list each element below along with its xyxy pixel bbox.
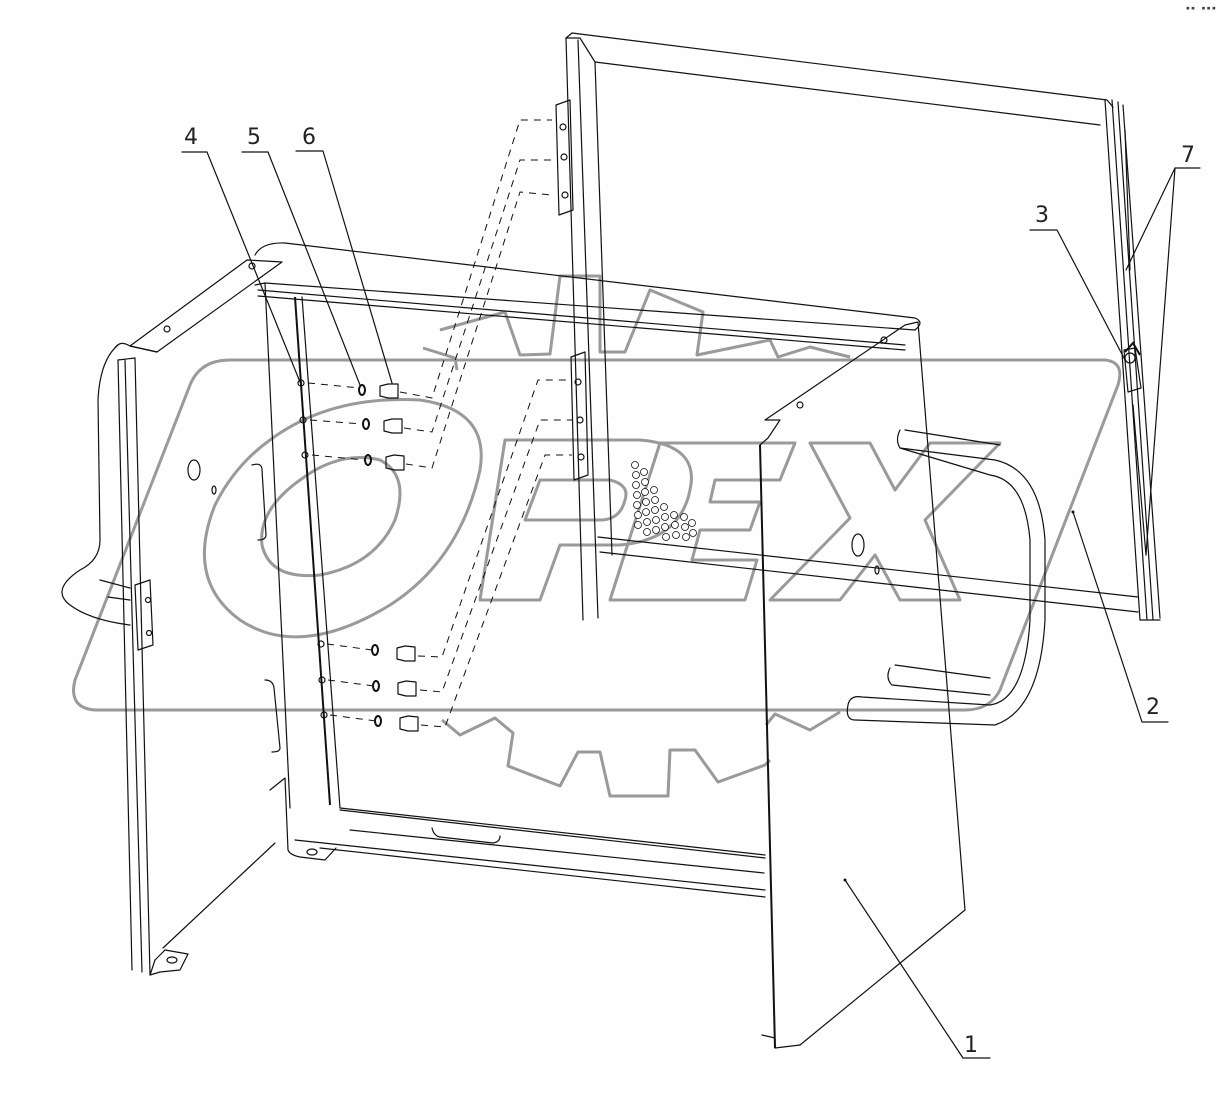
svg-text:7: 7 — [1181, 143, 1195, 168]
perforated-mesh — [631, 461, 697, 541]
svg-text:2: 2 — [1146, 695, 1160, 720]
fasteners — [297, 119, 572, 732]
callout-5: 5 — [241, 125, 361, 386]
corner-mark: ▪▪ ▪▪▪ — [1185, 4, 1217, 12]
right-handle — [846, 429, 1046, 726]
svg-text:4: 4 — [184, 125, 198, 150]
callouts: 4 5 6 3 7 2 — [181, 125, 1201, 1059]
callout-2: 2 — [1071, 510, 1169, 723]
svg-text:3: 3 — [1035, 203, 1049, 228]
callout-6: 6 — [295, 125, 393, 384]
opex-watermark — [72, 274, 1122, 798]
svg-text:6: 6 — [302, 125, 316, 150]
svg-text:5: 5 — [247, 125, 261, 150]
front-housing — [61, 242, 966, 1049]
screen-frame — [555, 32, 1161, 621]
latch — [1123, 341, 1142, 393]
callout-7: 7 — [1125, 143, 1201, 556]
callout-4: 4 — [181, 125, 301, 383]
callout-1: 1 — [843, 878, 991, 1059]
svg-text:1: 1 — [964, 1033, 978, 1058]
callout-3: 3 — [1029, 203, 1126, 361]
